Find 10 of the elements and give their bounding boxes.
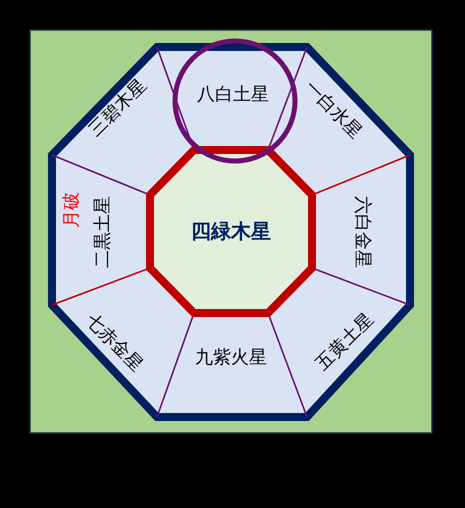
segment-star-label: 八白土星 xyxy=(197,86,269,104)
segment-star-label: 五黄土星 xyxy=(313,310,377,374)
side-note: 月破 xyxy=(63,192,81,228)
segment-star-label: 一白水星 xyxy=(301,78,365,142)
segment-star-label: 三碧木星 xyxy=(86,76,150,140)
segment-star-label: 六白金星 xyxy=(353,196,371,268)
segment-star-label: 二黒土星 xyxy=(94,196,112,268)
center-star-label: 四緑木星 xyxy=(191,221,271,241)
segment-star-label: 七赤金星 xyxy=(82,311,146,375)
segment-star-label: 九紫火星 xyxy=(195,349,267,367)
